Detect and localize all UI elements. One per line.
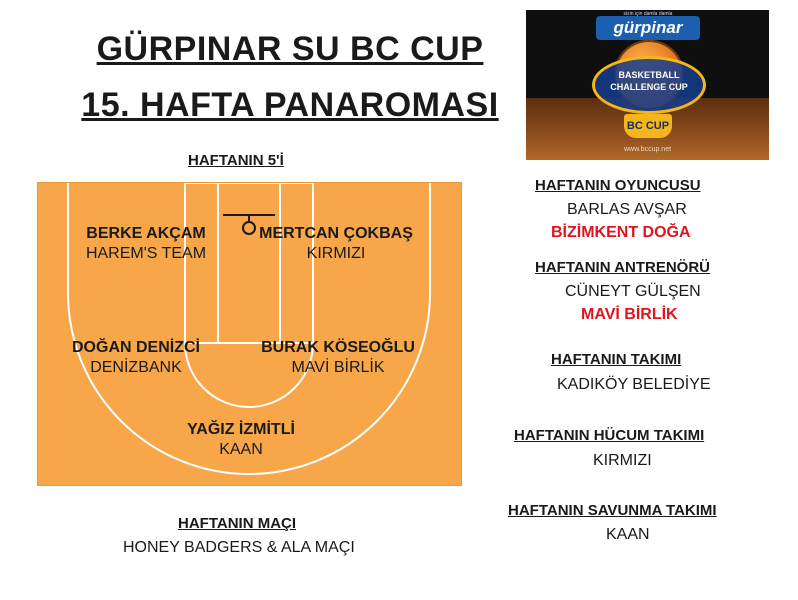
player-name: DOĞAN DENİZCİ (72, 339, 200, 356)
court-player-3: DOĞAN DENİZCİ DENİZBANK (38, 339, 236, 377)
basketball-court: BERKE AKÇAM HAREM'S TEAM MERTCAN ÇOKBAŞ … (37, 182, 462, 486)
court-player-4: BURAK KÖSEOĞLU MAVİ BİRLİK (238, 339, 438, 377)
defense-team-heading: HAFTANIN SAVUNMA TAKIMI (508, 502, 717, 519)
court-player-1: BERKE AKÇAM HAREM'S TEAM (46, 225, 246, 263)
logo-cup-text-2: CHALLENGE CUP (610, 82, 688, 92)
player-team: HAREM'S TEAM (85, 245, 207, 262)
team-of-week-value: KADIKÖY BELEDİYE (557, 376, 711, 393)
player-name: MERTCAN ÇOKBAŞ (259, 225, 413, 242)
player-team: MAVİ BİRLİK (291, 359, 385, 376)
bc-cup-logo: sizin için damla damla gürpinar BASKETBA… (526, 10, 769, 160)
logo-cup-ring: BASKETBALL CHALLENGE CUP (592, 56, 706, 114)
week-five-heading: HAFTANIN 5'İ (188, 152, 284, 169)
offense-team-heading: HAFTANIN HÜCUM TAKIMI (514, 427, 705, 444)
team-of-week-heading: HAFTANIN TAKIMI (551, 351, 682, 368)
player-name: BERKE AKÇAM (86, 225, 206, 242)
player-team: KIRMIZI (306, 245, 366, 262)
logo-brand: gürpinar (596, 16, 700, 40)
player-of-week-team: BİZİMKENT DOĞA (551, 224, 691, 241)
court-player-2: MERTCAN ÇOKBAŞ KIRMIZI (236, 225, 436, 263)
coach-of-week-heading: HAFTANIN ANTRENÖRÜ (535, 259, 710, 276)
player-of-week-heading: HAFTANIN OYUNCUSU (535, 177, 701, 194)
logo-badge: BC CUP (624, 114, 672, 138)
court-lines (67, 183, 431, 475)
coach-of-week-name: CÜNEYT GÜLŞEN (565, 283, 701, 300)
defense-team-value: KAAN (606, 526, 650, 543)
logo-brand-tag: sizin için damla damla (623, 11, 673, 17)
game-of-week-value: HONEY BADGERS & ALA MAÇI (123, 539, 355, 556)
player-of-week-name: BARLAS AVŞAR (567, 201, 687, 218)
title-line-1: GÜRPINAR SU BC CUP (96, 30, 484, 68)
court-player-5: YAĞIZ İZMİTLİ KAAN (141, 421, 341, 459)
title-line-2: 15. HAFTA PANAROMASI (81, 86, 499, 124)
logo-url: www.bccup.net (623, 146, 672, 153)
player-team: KAAN (219, 441, 263, 458)
player-name: BURAK KÖSEOĞLU (261, 339, 415, 356)
offense-team-value: KIRMIZI (593, 452, 652, 469)
coach-of-week-team: MAVİ BİRLİK (581, 306, 678, 323)
player-team: DENİZBANK (90, 359, 182, 376)
logo-cup-text-1: BASKETBALL (618, 70, 680, 80)
player-name: YAĞIZ İZMİTLİ (187, 421, 295, 438)
game-of-week-heading: HAFTANIN MAÇI (178, 515, 297, 532)
